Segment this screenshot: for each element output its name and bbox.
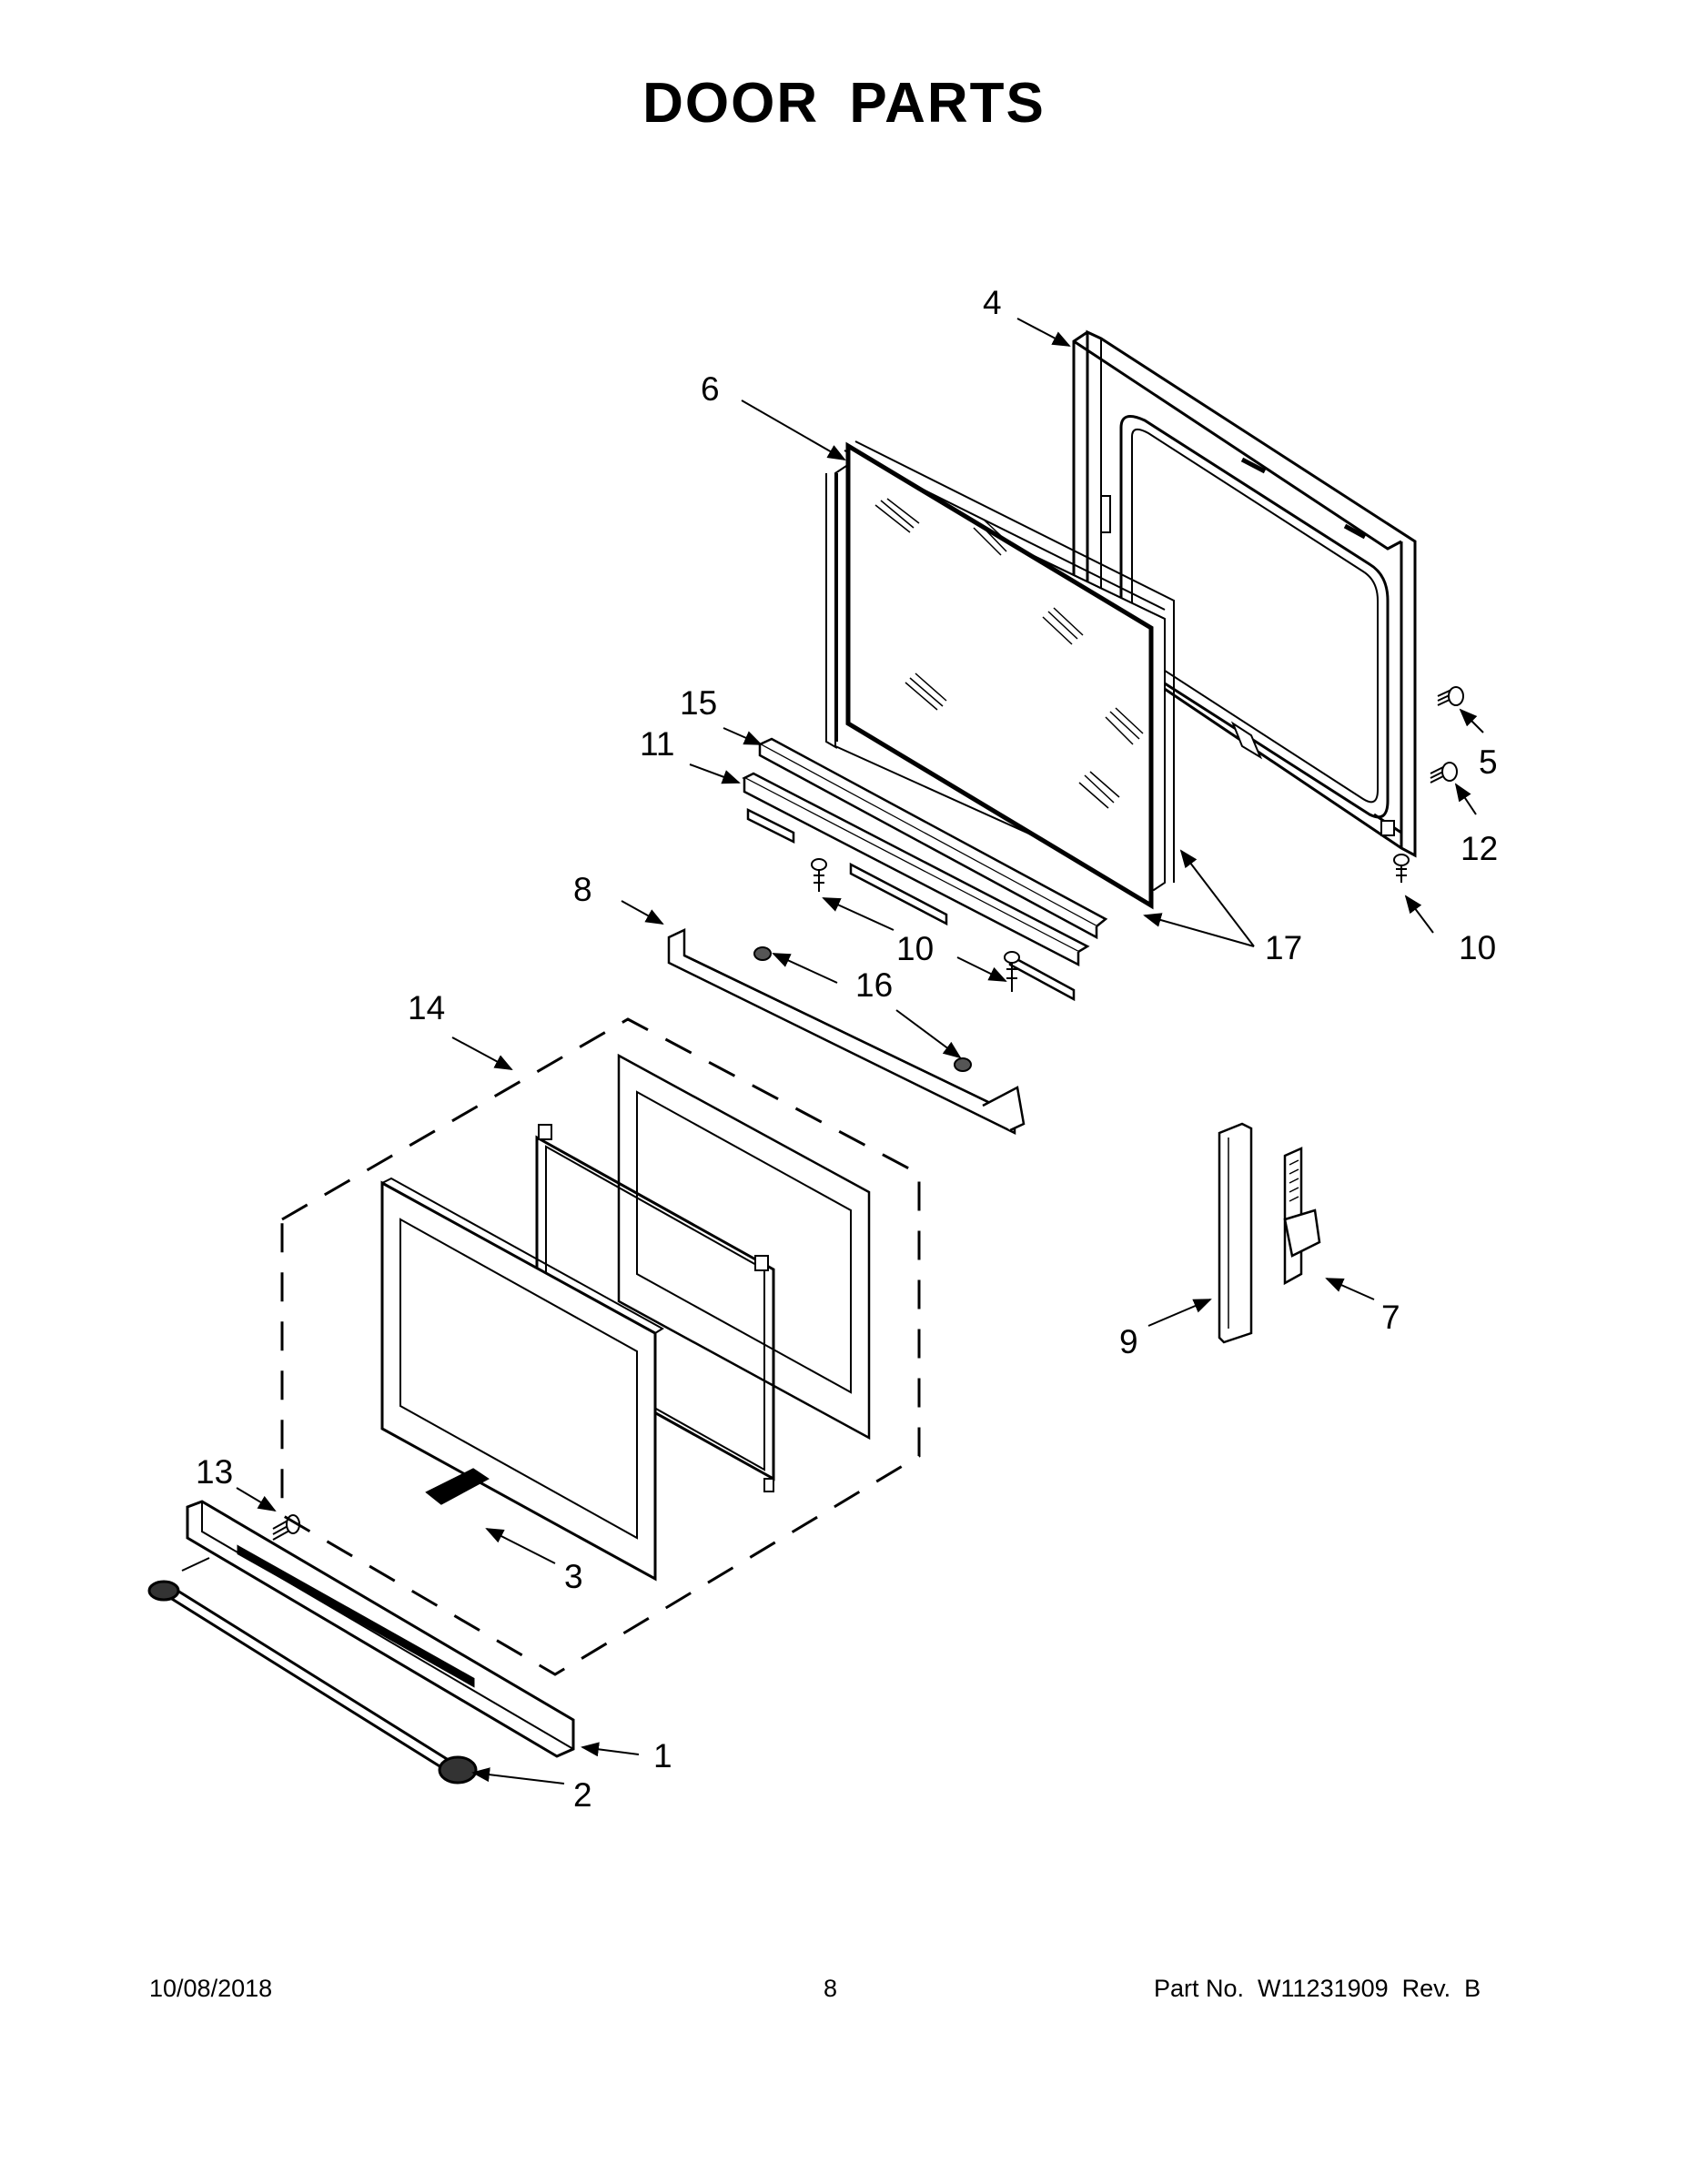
footer-page-number: 8 — [824, 1975, 838, 2002]
screw-12 — [1430, 762, 1458, 784]
inner-door-assembly-boundary — [280, 1017, 921, 1676]
callout-9: 9 — [1119, 1323, 1138, 1360]
callout-6: 6 — [701, 370, 720, 408]
callout-4: 4 — [983, 284, 1002, 321]
screw-10-center — [1004, 951, 1020, 992]
callout-2: 2 — [573, 1776, 592, 1814]
handle-assembly — [147, 1500, 575, 1785]
callout-15: 15 — [680, 684, 717, 722]
hinge-parts — [1218, 1122, 1321, 1344]
screw-10-left — [811, 858, 827, 892]
leader-lines — [236, 318, 1484, 1785]
callout-10-right: 10 — [1459, 929, 1496, 966]
callout-10-center: 10 — [896, 930, 934, 967]
callout-16: 16 — [855, 966, 893, 1004]
door-channels — [742, 737, 1108, 1002]
plug-16-left — [753, 946, 772, 961]
page-title: DOOR PARTS — [642, 72, 1046, 135]
inner-door-panels — [380, 1053, 871, 1582]
callout-12: 12 — [1461, 830, 1498, 867]
callout-3: 3 — [564, 1558, 583, 1595]
callout-7: 7 — [1381, 1299, 1400, 1336]
screws — [272, 686, 1464, 1541]
callout-14: 14 — [408, 989, 445, 1026]
door-bracket — [667, 928, 1026, 1136]
screw-10-right — [1393, 854, 1410, 883]
callout-8: 8 — [573, 871, 592, 908]
screw-5 — [1437, 686, 1464, 706]
footer-date: 10/08/2018 — [149, 1975, 273, 2002]
callout-17: 17 — [1265, 929, 1302, 966]
callout-1: 1 — [653, 1737, 672, 1774]
callout-13: 13 — [196, 1453, 233, 1491]
callout-11: 11 — [640, 725, 674, 763]
callout-numbers: 4 6 5 12 10 17 15 11 8 10 16 14 7 9 13 3… — [196, 284, 1498, 1814]
callout-5: 5 — [1479, 743, 1498, 781]
outer-door-frame — [1072, 329, 1417, 858]
footer-part-number: Part No. W11231909 Rev. B — [1154, 1975, 1481, 2002]
glass-pack — [825, 440, 1175, 910]
plug-16-right — [954, 1057, 972, 1072]
